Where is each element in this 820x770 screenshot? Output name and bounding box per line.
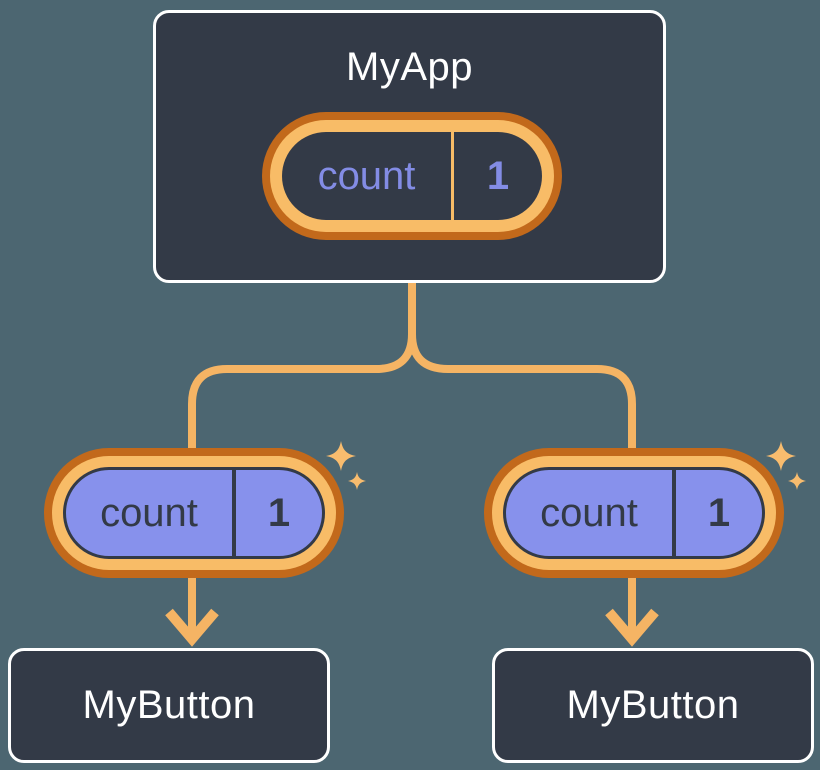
component-title: MyButton — [82, 683, 256, 727]
state-pill-root: count 1 — [262, 112, 562, 240]
sparkle-icon — [348, 472, 366, 490]
prop-pill-ring: count 1 — [52, 456, 336, 570]
state-name: count — [317, 153, 416, 198]
state-value: 1 — [486, 153, 510, 198]
arrow-down-icon — [165, 608, 219, 647]
sparkle-icon — [788, 472, 806, 490]
pill-divider — [451, 132, 454, 220]
component-node-mybutton-left: MyButton — [8, 648, 330, 763]
prop-value: 1 — [707, 490, 731, 535]
prop-value: 1 — [267, 490, 291, 535]
sparkle-icon — [326, 441, 356, 471]
prop-pill-core: count 1 — [503, 467, 765, 559]
prop-name: count — [100, 490, 198, 535]
prop-name: count — [540, 490, 638, 535]
connector-right — [408, 283, 636, 633]
arrow-down-icon — [605, 608, 659, 647]
state-pill-ring: count 1 — [270, 120, 554, 232]
component-title: MyApp — [346, 45, 473, 89]
component-node-mybutton-right: MyButton — [492, 648, 814, 763]
pill-divider — [232, 470, 236, 556]
arrow-down-icons — [165, 608, 659, 647]
pill-divider — [672, 470, 676, 556]
prop-pill-ring: count 1 — [492, 456, 776, 570]
prop-pill-left: count 1 — [44, 448, 344, 578]
state-pill-core: count 1 — [282, 132, 542, 220]
sparkle-icon — [766, 441, 796, 471]
prop-flow-connectors — [188, 283, 636, 633]
component-title: MyButton — [566, 683, 740, 727]
prop-pill-core: count 1 — [63, 467, 325, 559]
prop-pill-right: count 1 — [484, 448, 784, 578]
